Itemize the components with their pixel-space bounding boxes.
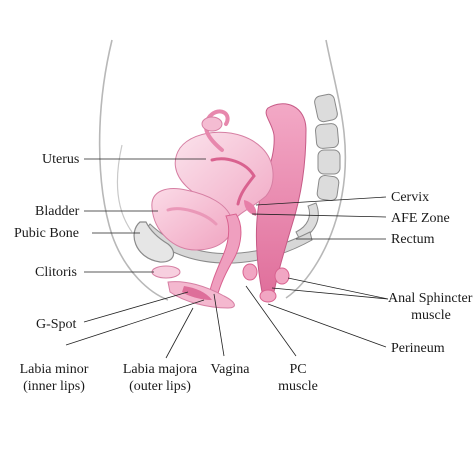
abdomen-inner-line	[116, 144, 133, 233]
spine	[295, 93, 341, 241]
label-perineum: Perineum	[391, 341, 445, 356]
label-afe-zone: AFE Zone	[391, 211, 450, 226]
label-g-spot: G-Spot	[36, 317, 77, 332]
label-bladder: Bladder	[35, 204, 80, 219]
label-rectum: Rectum	[391, 232, 435, 247]
pubic-bone-shape	[133, 221, 175, 263]
label-uterus: Uterus	[42, 152, 80, 167]
anal-sphincter-shape	[242, 263, 290, 303]
label-labia-majora: Labia majora (outer lips)	[108, 361, 212, 395]
label-cervix: Cervix	[391, 190, 430, 205]
label-labia-minor-line2: (inner lips)	[23, 379, 85, 394]
body-outline-back	[285, 39, 347, 299]
label-pc-muscle: PC muscle	[268, 361, 328, 395]
labia-minor-shape	[182, 286, 212, 300]
cervix-shape	[244, 200, 257, 216]
label-anal-sphincter-line2: muscle	[411, 308, 451, 323]
bladder-inner	[166, 207, 218, 226]
label-clitoris: Clitoris	[35, 265, 78, 280]
label-labia-minor: Labia minor (inner lips)	[2, 361, 106, 395]
label-anal-sphincter: Anal Sphincter muscle	[388, 290, 474, 324]
label-pc-line2: muscle	[278, 379, 318, 394]
label-labia-minor-line1: Labia minor	[19, 362, 89, 377]
body-outline-front	[98, 39, 169, 301]
label-pubic-bone: Pubic Bone	[14, 226, 79, 241]
fallopian-tube	[203, 109, 230, 152]
label-labia-majora-line2: (outer lips)	[129, 379, 191, 394]
uterine-cavity	[210, 157, 256, 206]
clitoris-shape	[151, 265, 181, 279]
ovary	[201, 116, 223, 132]
label-vagina: Vagina	[210, 362, 250, 377]
uterus-shape	[174, 131, 274, 223]
label-pc-line1: PC	[289, 362, 307, 377]
leader-lines	[65, 158, 389, 359]
label-anal-sphincter-line1: Anal Sphincter	[388, 291, 473, 306]
label-labia-majora-line1: Labia majora	[122, 362, 198, 377]
